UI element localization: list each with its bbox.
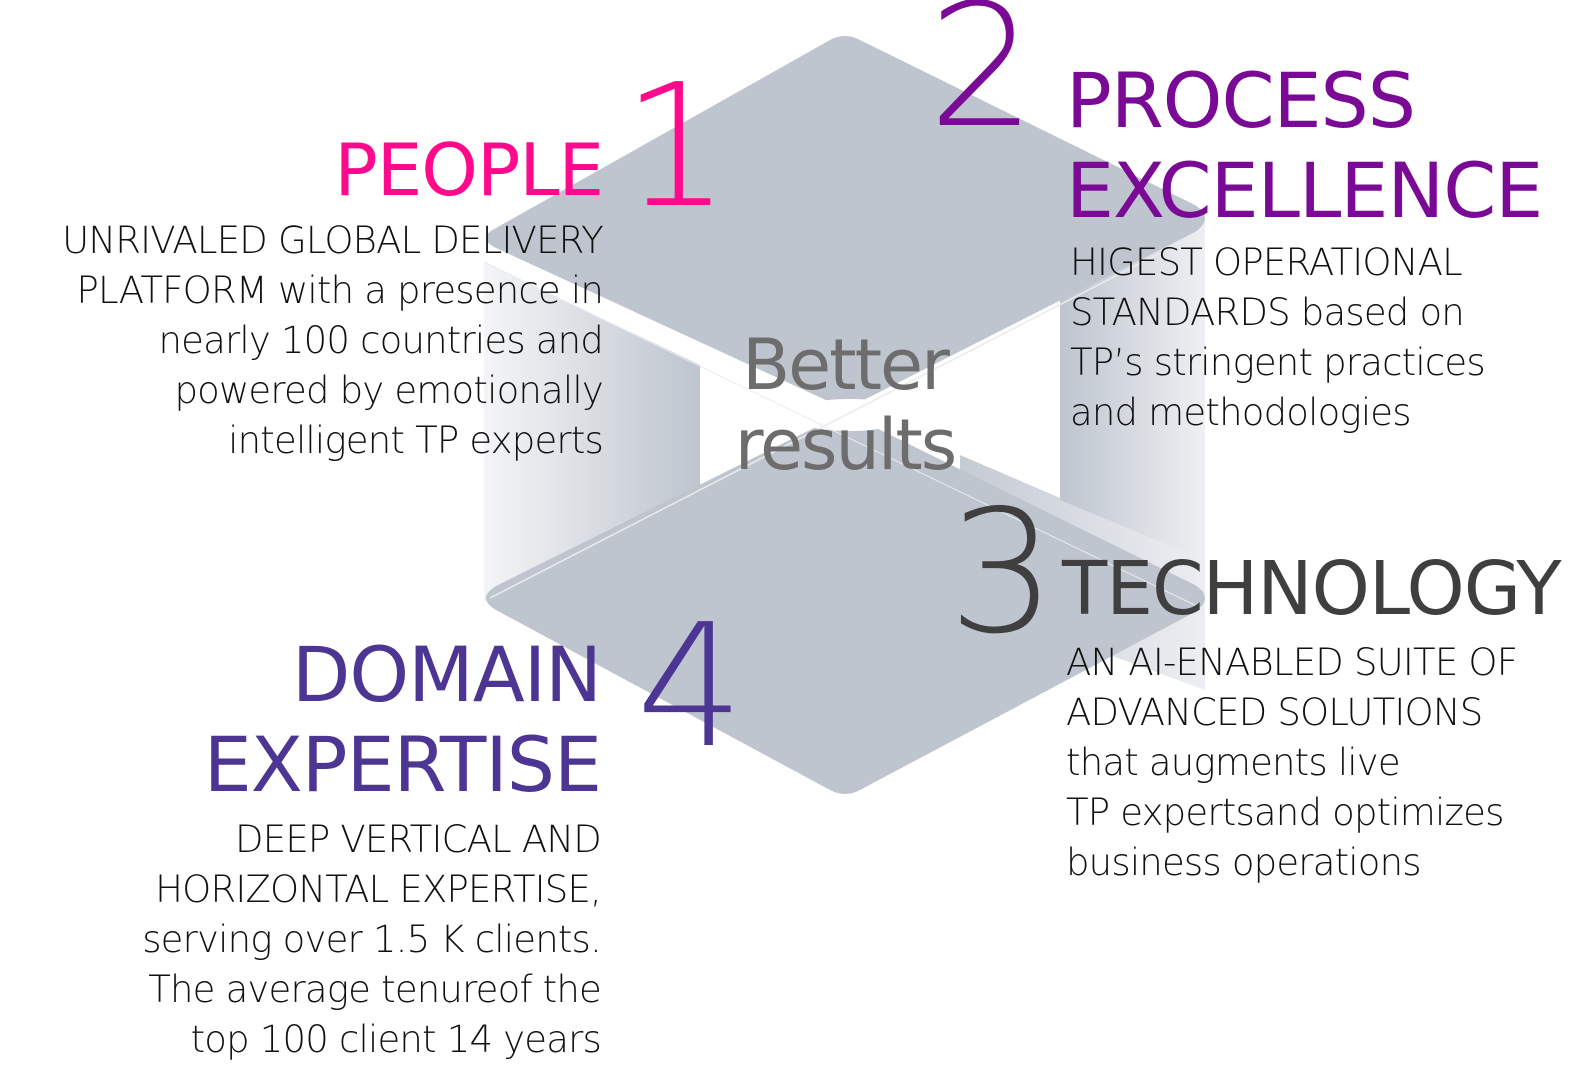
body-line: UNRIVALED GLOBAL DELIVERY <box>62 219 604 262</box>
section-number-4: 4 <box>636 588 744 786</box>
section-title-process-excellence: PROCESS EXCELLENCE <box>1066 56 1543 236</box>
center-label: Better results <box>700 325 990 485</box>
section-title-technology: TECHNOLOGY <box>1062 546 1562 632</box>
body-line: that augments live <box>1066 741 1401 784</box>
body-line: TP’s stringent practices <box>1070 341 1486 384</box>
body-line: ADVANCED SOLUTIONS <box>1066 691 1483 734</box>
title-line: EXCELLENCE <box>1066 146 1543 235</box>
body-line: TP expertsand optimizes <box>1066 791 1504 834</box>
body-line: powered by emotionally <box>174 369 603 412</box>
title-line: DOMAIN <box>291 630 602 719</box>
center-label-line-1: Better <box>742 324 950 406</box>
center-label-line-2: results <box>734 404 958 486</box>
body-line: serving over 1.5 K clients. <box>142 918 602 961</box>
section-number-3: 3 <box>948 474 1056 672</box>
body-line: PLATFORM with a presence in <box>76 269 604 312</box>
body-line: AN AI-ENABLED SUITE OF <box>1066 641 1518 684</box>
body-line: intelligent TP experts <box>228 419 604 462</box>
title-line: PEOPLE <box>334 128 604 212</box>
body-line: HORIZONTAL EXPERTISE, <box>155 868 602 911</box>
section-number-2: 2 <box>928 0 1036 166</box>
body-line: DEEP VERTICAL AND <box>235 818 602 861</box>
title-line: TECHNOLOGY <box>1062 546 1562 632</box>
body-line: nearly 100 countries and <box>158 319 603 362</box>
body-line: top 100 client 14 years <box>190 1018 602 1061</box>
section-body-domain-expertise: DEEP VERTICAL AND HORIZONTAL EXPERTISE, … <box>142 815 602 1065</box>
body-line: business operations <box>1066 841 1422 884</box>
body-line: STANDARDS based on <box>1070 291 1465 334</box>
section-title-domain-expertise: DOMAIN EXPERTISE <box>203 630 602 810</box>
section-number-1: 1 <box>622 48 730 246</box>
section-body-technology: AN AI-ENABLED SUITE OF ADVANCED SOLUTION… <box>1066 638 1518 888</box>
title-line: EXPERTISE <box>203 720 602 809</box>
body-line: and methodologies <box>1070 391 1412 434</box>
section-body-process-excellence: HIGEST OPERATIONAL STANDARDS based on TP… <box>1070 238 1486 438</box>
body-line: HIGEST OPERATIONAL <box>1070 241 1463 284</box>
body-line: The average tenureof the <box>148 968 602 1011</box>
section-body-people: UNRIVALED GLOBAL DELIVERY PLATFORM with … <box>62 216 604 466</box>
title-line: PROCESS <box>1066 56 1416 145</box>
section-title-people: PEOPLE <box>334 128 604 212</box>
